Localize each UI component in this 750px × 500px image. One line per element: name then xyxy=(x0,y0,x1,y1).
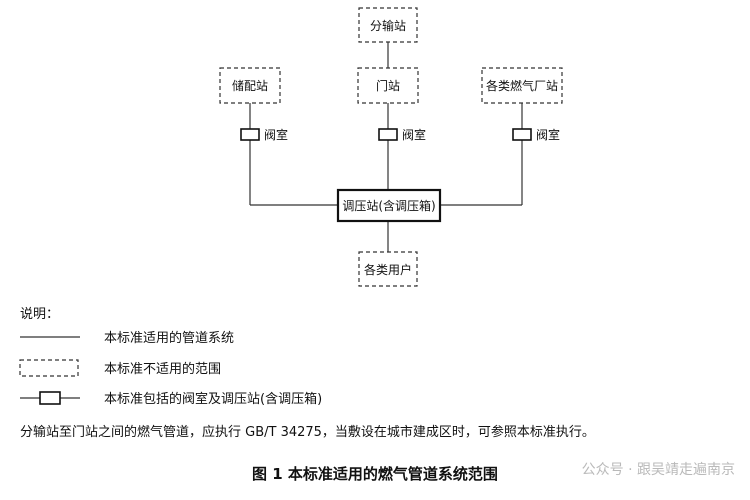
node-tiaoyazhan-label: 调压站(含调压箱) xyxy=(342,198,435,213)
node-fenshuzhan-label: 分输站 xyxy=(370,18,406,33)
node-gelei-changzhan-label: 各类燃气厂站 xyxy=(486,78,558,93)
node-fenshuzhan: 分输站 xyxy=(358,7,418,43)
valve-room-right: 阀室 xyxy=(512,127,560,142)
node-chupeizhan: 储配站 xyxy=(219,67,281,104)
node-gelei-changzhan: 各类燃气厂站 xyxy=(481,67,563,104)
watermark: 公众号 · 跟吴靖走遍南京 xyxy=(582,462,735,478)
legend-dashed-box-symbol xyxy=(19,359,79,377)
node-tiaoyazhan: 调压站(含调压箱) xyxy=(336,188,442,223)
note-text: 分输站至门站之间的燃气管道，应执行 GB/T 34275，当敷设在城市建成区时，… xyxy=(20,424,595,440)
legend-item-3-text: 本标准包括的阀室及调压站(含调压箱) xyxy=(104,391,322,407)
node-menzhan: 门站 xyxy=(357,67,419,104)
connector-lines xyxy=(249,42,523,252)
legend: 说明： 本标准适用的管道系统 本标准不适用的范围 本标准包括的阀室及调压站(含调… xyxy=(19,307,322,407)
valve-room-center: 阀室 xyxy=(378,127,426,142)
valve-room-left: 阀室 xyxy=(240,127,288,142)
node-gelei-yonghu: 各类用户 xyxy=(358,251,418,287)
legend-item-2-text: 本标准不适用的范围 xyxy=(104,361,221,377)
valve-room-left-label: 阀室 xyxy=(264,127,288,142)
legend-item-1-text: 本标准适用的管道系统 xyxy=(104,330,234,346)
node-gelei-yonghu-label: 各类用户 xyxy=(364,262,412,277)
legend-title: 说明： xyxy=(20,307,59,322)
valve-room-right-label: 阀室 xyxy=(536,127,560,142)
figure-caption: 图 1 本标准适用的燃气管道系统范围 xyxy=(252,465,498,483)
legend-valve-box-symbol xyxy=(39,391,61,405)
valve-room-center-label: 阀室 xyxy=(402,127,426,142)
node-menzhan-label: 门站 xyxy=(376,78,400,93)
node-chupeizhan-label: 储配站 xyxy=(232,78,268,93)
